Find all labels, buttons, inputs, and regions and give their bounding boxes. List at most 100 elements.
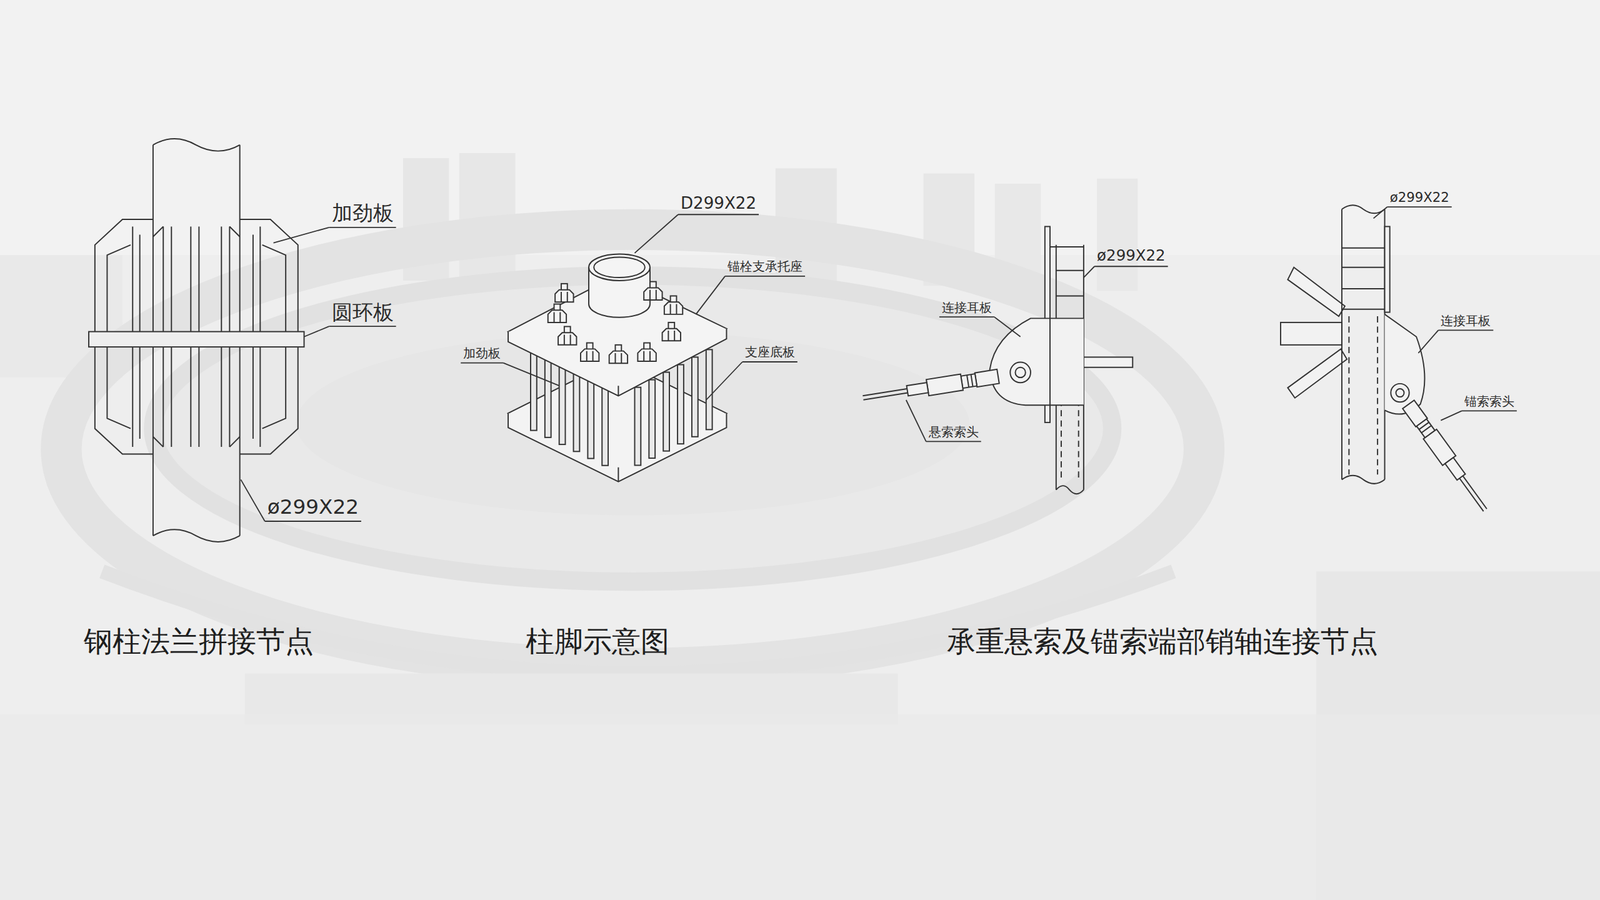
label-underline — [678, 213, 759, 215]
stiffener-plate — [648, 380, 655, 459]
callout-label: 连接耳板 — [941, 301, 992, 316]
hex-nut — [615, 353, 622, 364]
stiffener-plate — [573, 373, 580, 452]
leader-line — [1083, 266, 1095, 278]
hex-nut — [580, 348, 599, 362]
hex-nut — [586, 351, 594, 362]
callout-label: 圆环板 — [331, 301, 394, 325]
flange-splice-detail — [88, 138, 304, 542]
leader-line — [240, 479, 265, 522]
anchor-cable-pin-detail-part — [1385, 226, 1390, 312]
anchor-cable-pin-detail-part — [1348, 316, 1378, 475]
hex-nut — [643, 351, 650, 362]
stiffener-plate — [677, 364, 684, 444]
suspension-cable-pin-detail-part — [1049, 318, 1051, 405]
suspension-cable-pin-detail-part-part — [906, 382, 929, 396]
suspension-cable-pin-detail-part-part — [862, 388, 908, 400]
label-underline — [926, 440, 982, 442]
stiffener-plate — [587, 380, 594, 459]
anchor-cable-pin-detail-part-part — [1418, 422, 1432, 434]
suspension-cable-pin-detail-part — [1050, 246, 1084, 322]
anchor-cable-pin-detail-part — [1341, 205, 1385, 214]
stiffener-plate — [635, 387, 642, 466]
background-photo-part — [0, 714, 1600, 900]
label-underline — [1387, 206, 1452, 208]
column-base-detail-part — [593, 256, 645, 278]
stiffener-plate — [663, 372, 670, 452]
stiffener-plate — [691, 356, 699, 437]
callout-label: 加劲板 — [331, 201, 394, 226]
anchor-cable-pin-detail-part — [1341, 475, 1385, 484]
background-photo-part — [61, 229, 1205, 669]
suspension-cable-pin-detail-part — [1056, 485, 1084, 494]
label-underline — [1094, 265, 1169, 267]
hex-nut — [548, 310, 567, 323]
detail-caption: 钢柱法兰拼接节点 — [83, 625, 314, 659]
suspension-cable-pin-detail-part-part — [926, 374, 964, 396]
label-underline — [1461, 410, 1517, 412]
anchor-cable-pin-detail-part — [1401, 399, 1492, 515]
background-photo-part — [101, 571, 1174, 674]
anchor-cable-pin-detail-part — [1341, 248, 1385, 310]
anchor-cable-pin-detail-part — [1341, 209, 1385, 480]
callout-label: 加劲板 — [463, 346, 501, 362]
hex-nut — [643, 287, 662, 300]
callout-label: ø299X22 — [267, 495, 359, 520]
leader-line — [304, 326, 330, 337]
anchor-cable-pin-detail-part — [1280, 322, 1342, 345]
hex-nut — [637, 348, 656, 362]
stiffener-plate — [706, 349, 713, 430]
background-photo-part — [1096, 178, 1138, 292]
hex-nut — [609, 351, 628, 364]
callout-label: 连接耳板 — [1440, 314, 1491, 329]
leader-line — [706, 361, 743, 400]
leader-line — [635, 214, 679, 254]
hex-nut — [558, 332, 577, 345]
anchor-cable-pin-detail-part — [1287, 267, 1345, 317]
label-underline — [742, 361, 798, 363]
stiffener-plate — [601, 388, 609, 466]
suspension-cable-pin-detail-part-part — [966, 374, 974, 387]
detail-caption: 柱脚示意图 — [525, 625, 670, 659]
hex-nut — [555, 290, 574, 303]
callout-label: 悬索索头 — [928, 425, 979, 440]
column-base-detail-part — [548, 281, 684, 364]
label-underline — [939, 316, 995, 318]
leader-line — [273, 227, 330, 244]
label-underline — [265, 520, 362, 522]
leader-line — [906, 400, 927, 442]
leader-line — [1440, 410, 1462, 420]
suspension-cable-pin-detail-part — [990, 318, 1084, 405]
hex-nut — [664, 301, 683, 315]
anchor-cable-pin-detail-part-part — [1445, 457, 1465, 480]
suspension-cable-pin-detail-part — [1010, 362, 1031, 384]
hex-nut — [561, 291, 568, 302]
callout-label: 锚索索头 — [1464, 395, 1515, 410]
hex-nut — [564, 335, 571, 345]
leader-line — [1373, 206, 1388, 219]
suspension-cable-pin-detail-part — [861, 368, 1000, 406]
flange-splice-detail-part — [153, 529, 240, 542]
anchor-cable-pin-detail-part-part — [1459, 475, 1487, 512]
callout-label: 锚栓支承托座 — [727, 260, 803, 275]
hex-nut — [662, 328, 681, 342]
callout-label: D299X22 — [680, 193, 757, 213]
flange-splice-detail-part — [88, 331, 304, 347]
hex-nut — [670, 304, 677, 315]
background-photo-part — [153, 275, 1113, 582]
anchor-cable-pin-detail — [1280, 205, 1492, 515]
column-base-detail — [508, 254, 727, 482]
leader-line — [994, 316, 1021, 337]
anchor-cable-pin-detail-part — [1385, 314, 1425, 415]
stiffener-plate — [545, 360, 552, 438]
column-base-detail-part — [508, 328, 727, 397]
hex-nut — [668, 330, 675, 341]
label-underline — [329, 226, 397, 229]
anchor-cable-pin-detail-part — [1287, 348, 1347, 398]
